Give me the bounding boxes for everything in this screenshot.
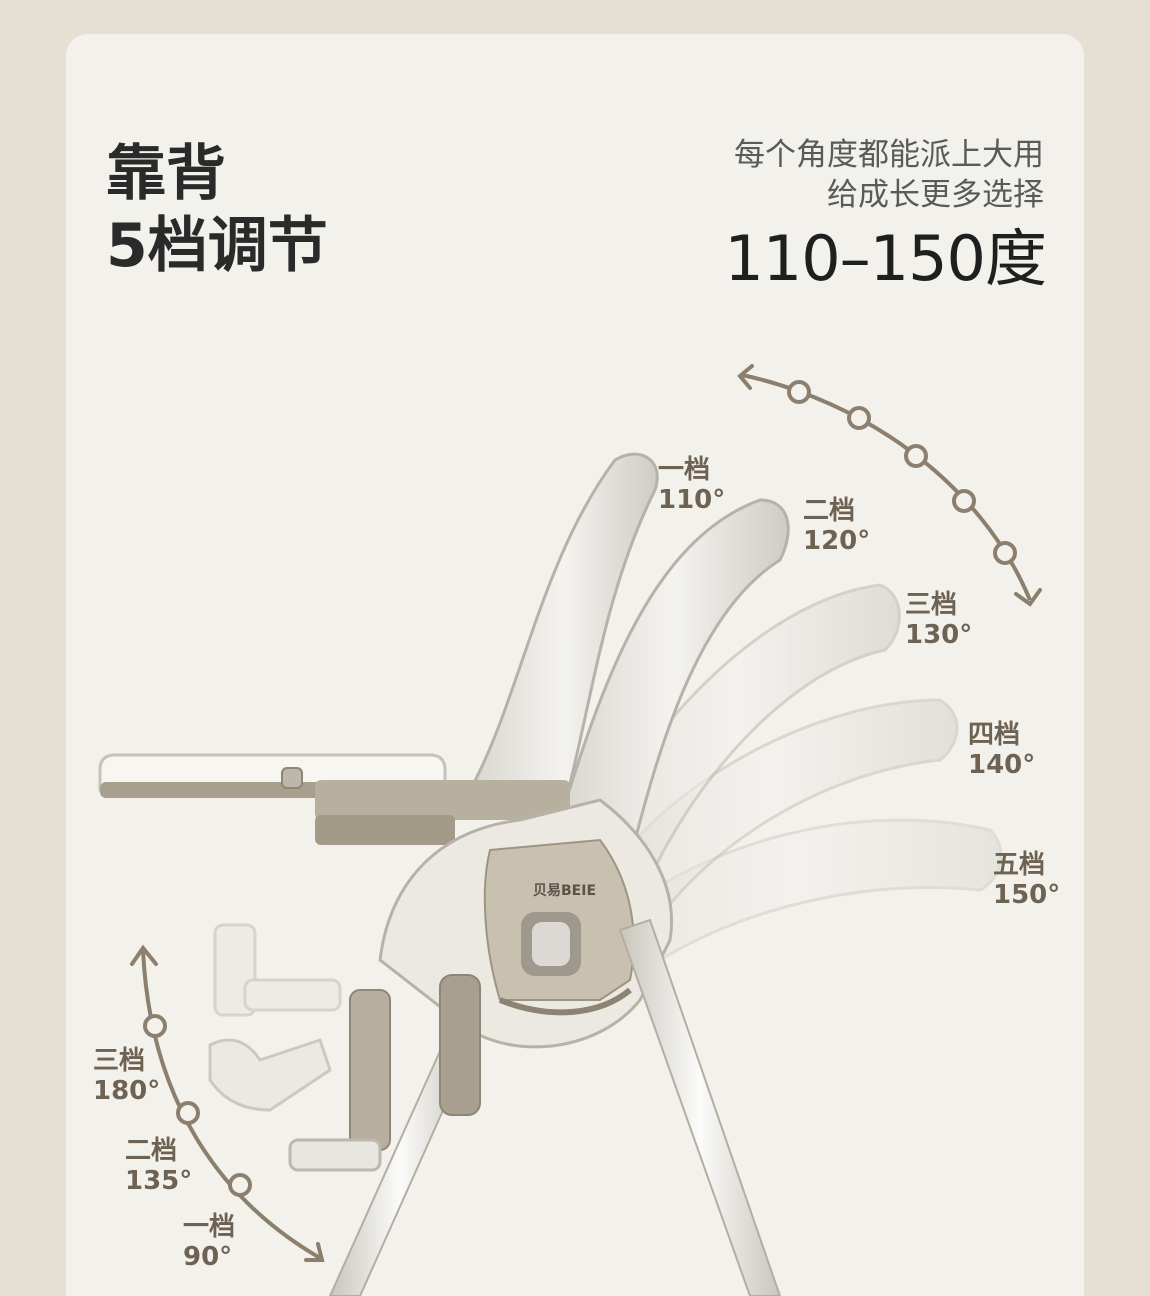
subtitle-line-2: 给成长更多选择 xyxy=(827,177,1044,213)
backrest-110 xyxy=(467,452,659,822)
backrest-label-5: 五档 150° xyxy=(993,850,1060,910)
backrest-angle-2: 120° xyxy=(803,526,871,557)
backrest-gear-1: 一档 xyxy=(658,455,711,485)
angle-range: 110–150度 xyxy=(724,222,1047,295)
footrest-arc-arrow xyxy=(130,944,325,1262)
backrest-angle-5: 150° xyxy=(993,880,1061,911)
backrest-ghost-150 xyxy=(597,818,1003,962)
heading-line-2: 5档调节 xyxy=(106,211,328,281)
food-tray xyxy=(98,753,570,845)
footrest-gear-2: 二档 xyxy=(125,1136,178,1166)
footrest-angle-3: 90° xyxy=(183,1242,233,1273)
backrest-label-4: 四档 140° xyxy=(968,720,1035,780)
chair-legs xyxy=(328,918,782,1296)
footrest-gear-1: 三档 xyxy=(93,1046,146,1076)
backrest-angle-4: 140° xyxy=(968,750,1036,781)
backrest-label-3: 三档 130° xyxy=(905,590,972,650)
backrest-arc-arrow xyxy=(737,364,1042,607)
backrest-120 xyxy=(558,498,790,863)
footrest-angle-2: 135° xyxy=(125,1166,193,1197)
backrest-gear-4: 四档 xyxy=(968,720,1021,750)
subtitle-line-1: 每个角度都能派上大用 xyxy=(734,137,1044,173)
backrest-angle-3: 130° xyxy=(905,620,973,651)
backrest-gear-2: 二档 xyxy=(803,496,856,526)
brand-label: 贝易BEIE xyxy=(533,883,597,899)
heading-line-1: 靠背 xyxy=(106,139,226,209)
footrest-label-1: 三档 180° xyxy=(93,1046,160,1106)
footrest-ghost xyxy=(213,923,342,1017)
backrest-angle-1: 110° xyxy=(658,485,726,516)
footrest-label-2: 二档 135° xyxy=(125,1136,192,1196)
footrest-arc-markers xyxy=(143,1014,252,1197)
backrest-label-2: 二档 120° xyxy=(803,496,870,556)
backrest-gear-3: 三档 xyxy=(905,590,958,620)
footrest xyxy=(288,989,391,1172)
footrest-angle-1: 180° xyxy=(93,1076,161,1107)
backrest-label-1: 一档 110° xyxy=(658,455,725,515)
backrest-gear-5: 五档 xyxy=(993,850,1046,880)
footrest-gear-3: 一档 xyxy=(183,1212,236,1242)
footrest-ghost-2 xyxy=(208,1038,332,1112)
footrest-label-3: 一档 90° xyxy=(183,1212,235,1272)
backrest-arc-markers xyxy=(787,380,1017,565)
